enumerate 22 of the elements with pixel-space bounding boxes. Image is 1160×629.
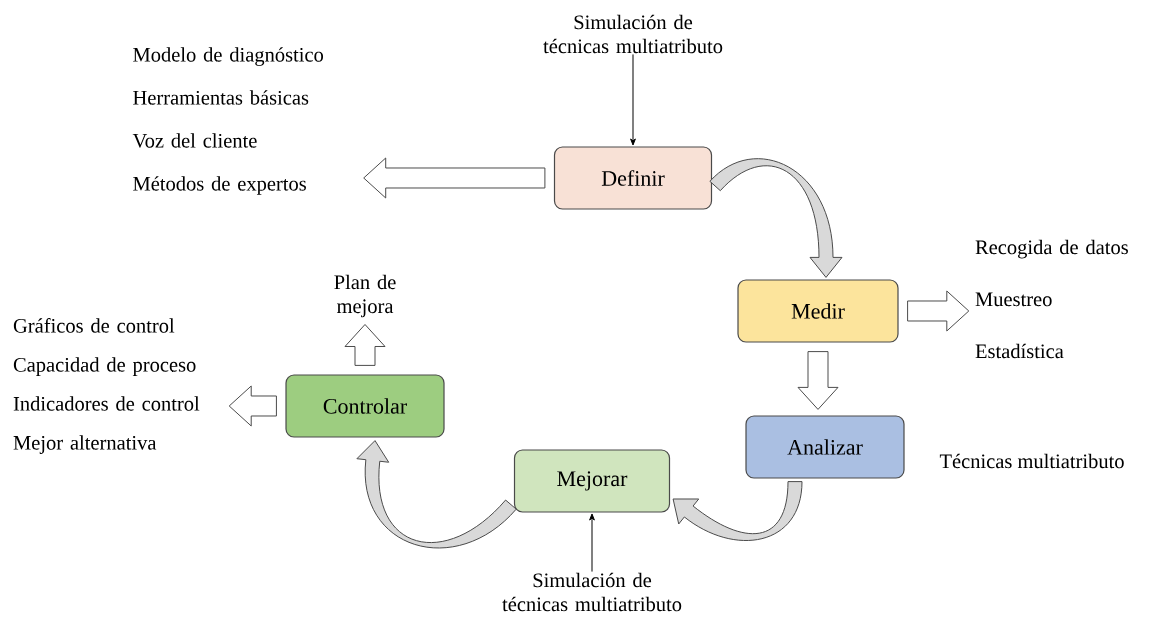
technique-list: Gráficos de control Capacidad de proceso Indicadores de control Mejor alternativa <box>13 318 200 454</box>
technique-list: Modelo de diagnóstico Herramientas básicas Voz del cliente Métodos de expertos <box>132 47 324 195</box>
arrow <box>630 53 636 146</box>
block-arrow <box>228 385 277 427</box>
curved-block-arrow <box>672 481 803 541</box>
block-arrow <box>344 324 386 366</box>
block-arrow <box>363 157 546 199</box>
arrow <box>589 513 595 573</box>
output-text: Plan de mejora <box>334 274 396 318</box>
process-box: Controlar <box>285 374 445 438</box>
input-text: Simulación de técnicas multiatributo <box>543 14 723 54</box>
process-box: Medir <box>737 279 899 343</box>
block-arrow <box>907 290 970 332</box>
process-box: Analizar <box>745 415 905 479</box>
block-arrow <box>797 351 839 410</box>
curved-block-arrow <box>356 440 517 549</box>
process-box: Definir <box>553 146 713 210</box>
process-box: Mejorar <box>513 449 671 513</box>
curved-block-arrow <box>709 158 843 278</box>
input-text: Simulación de técnicas multiatributo <box>502 572 682 612</box>
technique-list: Recogida de datos Muestreo Estadística <box>975 239 1128 359</box>
note-text: Técnicas multiatributo <box>939 453 1124 469</box>
